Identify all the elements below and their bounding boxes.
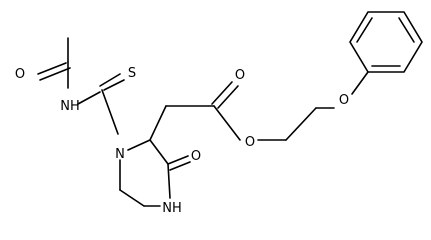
bond-ring-c3-nh	[167, 163, 171, 199]
bond-c2-ch2	[149, 105, 167, 141]
bond-thio-2	[99, 73, 121, 87]
atom-o-ester-carbonyl: O	[235, 68, 245, 83]
bond-ophenoxy-to-ring	[351, 71, 369, 95]
atom-n-ring: N	[115, 147, 125, 162]
phenyl-double-3	[356, 17, 373, 43]
bond-carbonyl-to-o	[213, 105, 241, 141]
bond-lactam-co-1	[167, 155, 189, 165]
bond-ring-c2-c3	[149, 139, 169, 165]
phenyl-double-2	[398, 17, 415, 43]
atom-s: S	[128, 66, 136, 81]
bond-ring-n-c2	[127, 139, 151, 151]
atom-o-acetyl: O	[15, 67, 25, 82]
bond-acetyl-carbonyl-1	[37, 62, 67, 75]
structure-canvas: O NH S N O O O O NH	[15, 11, 423, 216]
atom-o-lactam: O	[191, 149, 201, 164]
bond-nh-to-thiocarbon	[77, 91, 101, 105]
bond-ring-c6-c5	[119, 189, 145, 207]
bond-ch2-ch2	[285, 107, 317, 141]
phenyl-ring	[349, 11, 423, 73]
bond-thiocarbon-to-n	[101, 89, 119, 135]
atom-o-ester: O	[245, 135, 255, 150]
bond-acetyl-carbonyl-2	[39, 67, 71, 81]
bond-thio-1	[103, 79, 125, 91]
atom-nh-ring: NH	[162, 201, 182, 216]
atom-o-phenoxy: O	[339, 93, 349, 108]
bond-lactam-co-2	[169, 161, 191, 171]
atom-nh-thioamide: NH	[60, 99, 80, 114]
molecule-drawing: O NH S N O O O O NH	[15, 11, 423, 216]
bond-ester-co-2	[217, 85, 239, 109]
bond-ester-co-1	[211, 81, 233, 105]
